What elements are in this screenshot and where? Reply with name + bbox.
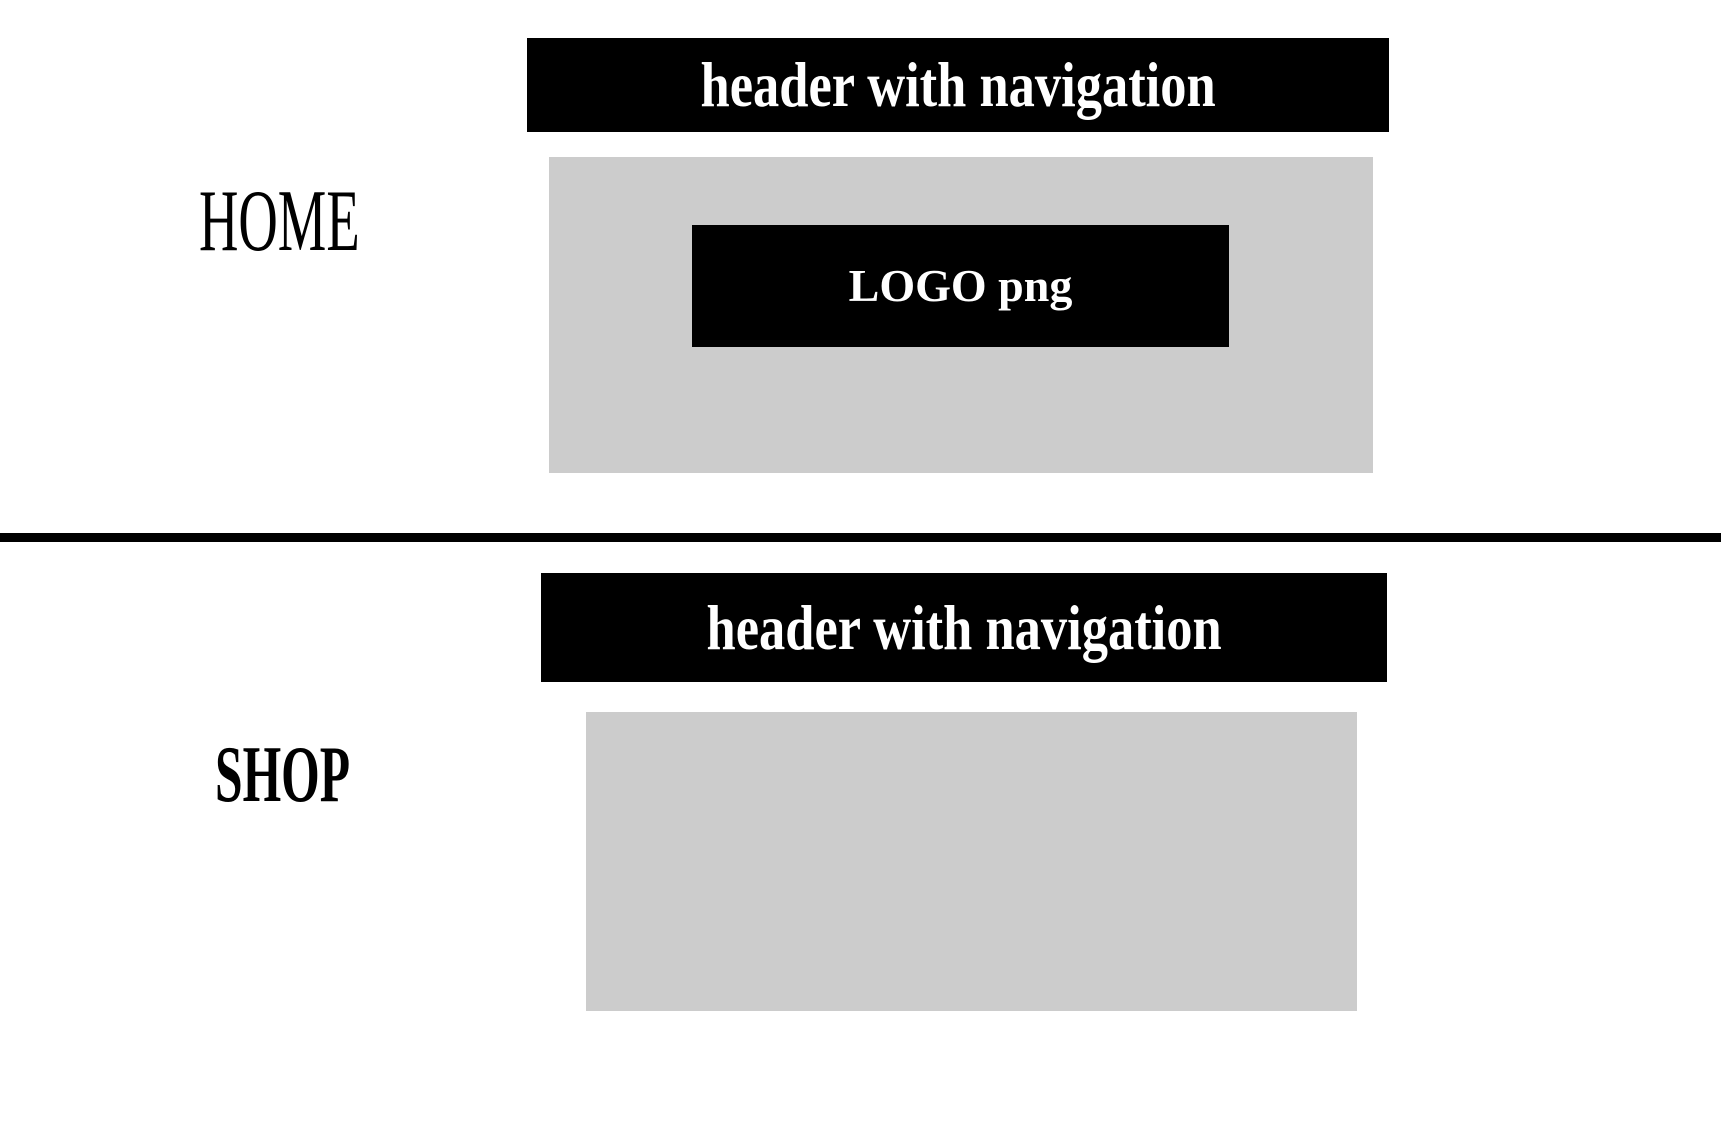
home-header-text: header with navigation [700, 49, 1216, 120]
home-logo-text: LOGO png [848, 260, 1073, 311]
home-content-block: LOGO png [549, 157, 1373, 473]
section-divider [0, 533, 1721, 542]
shop-page-label: SHOP [215, 731, 351, 819]
shop-header-bar: header with navigation [541, 573, 1387, 682]
home-logo-placeholder: LOGO png [692, 225, 1229, 347]
home-header-bar: header with navigation [527, 38, 1389, 132]
shop-header-text: header with navigation [706, 591, 1222, 663]
home-page-label: HOME [199, 173, 360, 270]
shop-content-block [586, 712, 1357, 1011]
